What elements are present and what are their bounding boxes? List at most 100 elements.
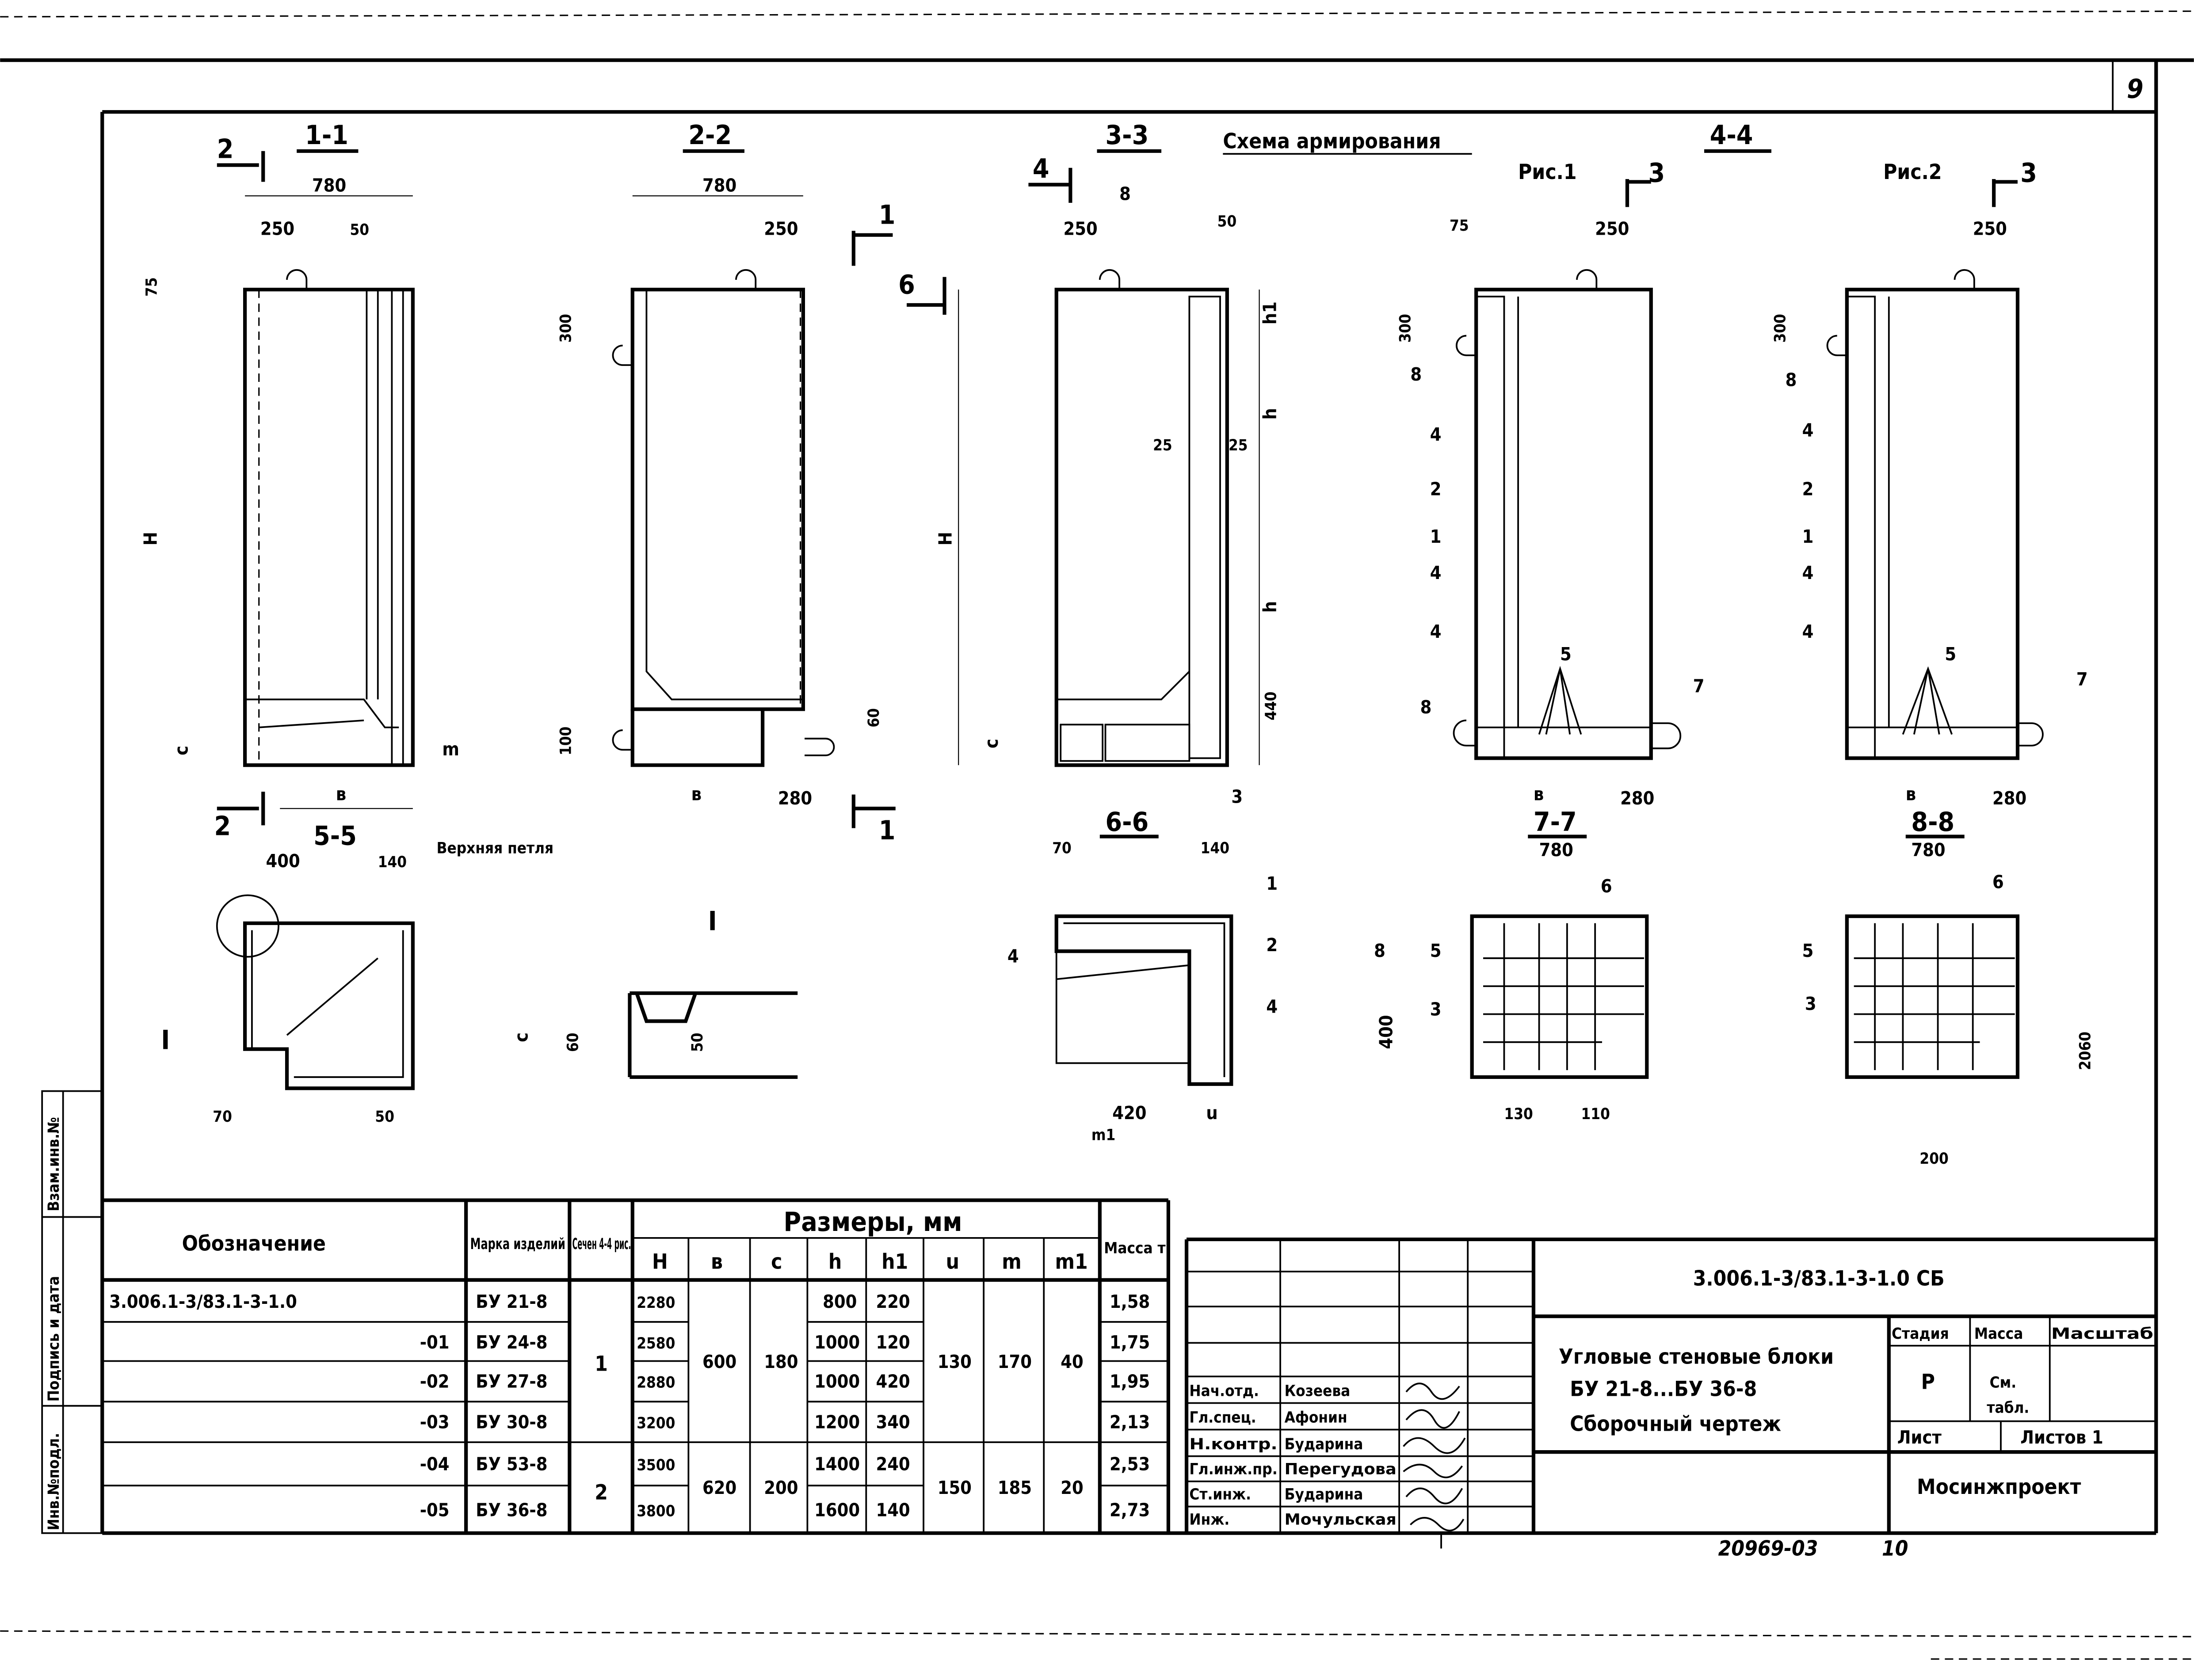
view-2-2: 780 250 300 100 в 280 60 1 1 — [557, 175, 896, 846]
group-b: 620 — [702, 1477, 736, 1498]
cut-mark-1: 1 — [879, 199, 896, 230]
dim-75-d: 75 — [1450, 217, 1469, 235]
row-mark: БУ 24-8 — [476, 1332, 547, 1353]
table-group-2: 2 620 200 150 185 20 — [595, 1477, 1083, 1505]
row-h1: 220 — [876, 1291, 910, 1312]
row-mass: 2,13 — [1110, 1411, 1150, 1432]
dim-400: 400 — [266, 850, 300, 872]
mark-2-e: 2 — [1802, 478, 1814, 499]
dim-c: c — [171, 746, 192, 755]
title-fig-2: Рис.2 — [1883, 160, 1942, 184]
row-designation: -04 — [420, 1453, 450, 1474]
row-H: 2280 — [637, 1294, 675, 1312]
mark-8-c: 8 — [1119, 183, 1131, 205]
mark-2-d: 2 — [1430, 478, 1442, 499]
view-1-1: 780 250 50 75 H c m в 2 2 — [140, 134, 459, 842]
cut-mark-1b: 1 — [879, 815, 896, 846]
title-line-1: Угловые стеновые блоки — [1559, 1345, 1834, 1369]
dim-280-e: 280 — [1992, 788, 2026, 809]
title-block: 3.006.1-3/83.1-3-1.0 СБ Угловые стеновые… — [1184, 1237, 2156, 1549]
dim-280-d: 280 — [1620, 788, 1654, 809]
mark-1-d: 1 — [1430, 526, 1442, 547]
dim-140-h: 140 — [1201, 840, 1229, 857]
group-u: 130 — [938, 1351, 972, 1372]
mark-4-e3: 4 — [1802, 621, 1814, 642]
title-detail-I: I — [708, 906, 717, 937]
view-3-3: 250 50 H h1 h h 440 25 25 c 8 3 4 6 — [898, 153, 1281, 808]
group-c: 180 — [764, 1351, 798, 1372]
dim-50: 50 — [350, 221, 369, 239]
header-col-c: c — [771, 1250, 782, 1274]
mark-6-i: 6 — [1601, 876, 1612, 897]
mass-label: Масса — [1974, 1325, 2023, 1343]
staff-name: Мочульская — [1285, 1511, 1397, 1529]
cut-mark-3-e: 3 — [2020, 157, 2037, 188]
mark-4-h2: 4 — [1007, 945, 1019, 967]
dim-50-f: 50 — [375, 1108, 394, 1126]
dim-b-2: в — [691, 783, 702, 804]
dim-70-h: 70 — [1052, 840, 1072, 857]
side-stamp: Инв.№подл. Подпись и дата Взам.инв.№ — [41, 1090, 103, 1534]
dim-c-g: c — [511, 1032, 532, 1042]
dim-25-b: 25 — [1229, 437, 1248, 454]
dim-200: 200 — [1919, 1150, 1948, 1168]
row-H: 3500 — [637, 1456, 675, 1474]
row-mass: 1,75 — [1110, 1332, 1150, 1353]
staff-name: Козеева — [1285, 1383, 1351, 1400]
archive-number: 20969-03 — [1718, 1536, 1818, 1561]
dim-130: 130 — [1504, 1105, 1533, 1123]
cut-mark-2: 2 — [217, 134, 234, 165]
row-designation: -02 — [420, 1371, 450, 1392]
row-designation: 3.006.1-3/83.1-3-1.0 — [109, 1291, 297, 1312]
table-row: -04 БУ 53-8 3500 1400 240 2,53 — [420, 1453, 1150, 1474]
dim-m1: m1 — [1091, 1126, 1115, 1144]
header-mark: Марка изделий — [470, 1235, 565, 1253]
stage-value: Р — [1921, 1370, 1935, 1394]
dim-70: 70 — [213, 1108, 232, 1126]
table-row: 3.006.1-3/83.1-3-1.0 БУ 21-8 2280 800 22… — [109, 1291, 1150, 1312]
detail-ref-I: I — [161, 1025, 170, 1056]
dim-h-b: h — [1259, 601, 1281, 613]
dim-60: 60 — [865, 708, 883, 728]
mark-4-e2: 4 — [1802, 562, 1814, 583]
view-5-5: 400 140 70 50 I — [161, 850, 415, 1126]
dim-75: 75 — [143, 277, 161, 297]
archive-page: 10 — [1882, 1536, 1908, 1561]
dim-2060: 2060 — [2077, 1032, 2095, 1070]
view-7-7: 780 400 130 110 8 5 3 6 — [1374, 839, 1649, 1123]
row-H: 3800 — [637, 1503, 675, 1520]
header-col-m: m — [1002, 1250, 1022, 1274]
title-section-3-3: 3-3 — [1105, 120, 1149, 151]
group-m1: 40 — [1061, 1351, 1084, 1372]
title-section-2-2: 2-2 — [688, 120, 732, 151]
dim-u-h: u — [1206, 1102, 1217, 1124]
row-h1: 340 — [876, 1411, 910, 1432]
group-b: 600 — [702, 1351, 736, 1372]
staff-role: Н.контр. — [1189, 1436, 1277, 1453]
header-col-h1: h1 — [881, 1250, 908, 1274]
dim-25-a: 25 — [1153, 437, 1172, 454]
header-col-m1: m1 — [1055, 1250, 1088, 1274]
dim-b-d: в — [1534, 783, 1544, 804]
row-designation: -01 — [420, 1332, 450, 1353]
mark-5-d: 5 — [1560, 644, 1572, 665]
table-row: -05 БУ 36-8 3800 1600 140 2,73 — [420, 1500, 1150, 1521]
row-mass: 1,95 — [1110, 1371, 1150, 1392]
row-h: 1000 — [814, 1332, 860, 1353]
mark-1-e: 1 — [1802, 526, 1814, 547]
row-mark: БУ 30-8 — [476, 1411, 547, 1432]
view-titles: 1-1 2-2 3-3 Схема армирования 4-4 Рис.1 … — [297, 120, 1965, 937]
cut-mark-3-d: 3 — [1648, 157, 1665, 188]
row-mark: БУ 21-8 — [476, 1291, 547, 1312]
dim-280: 280 — [778, 788, 812, 809]
group-c: 200 — [764, 1477, 798, 1498]
header-designation: Обозначение — [182, 1231, 326, 1256]
mark-3-j: 3 — [1805, 993, 1816, 1014]
side-stamp-replace: Взам.инв.№ — [45, 1117, 63, 1211]
group-section: 2 — [595, 1481, 608, 1505]
row-h1: 420 — [876, 1371, 910, 1392]
header-col-b: в — [711, 1250, 723, 1274]
group-m: 185 — [998, 1477, 1032, 1498]
row-H: 2580 — [637, 1335, 675, 1352]
cut-mark-6: 6 — [898, 270, 915, 301]
